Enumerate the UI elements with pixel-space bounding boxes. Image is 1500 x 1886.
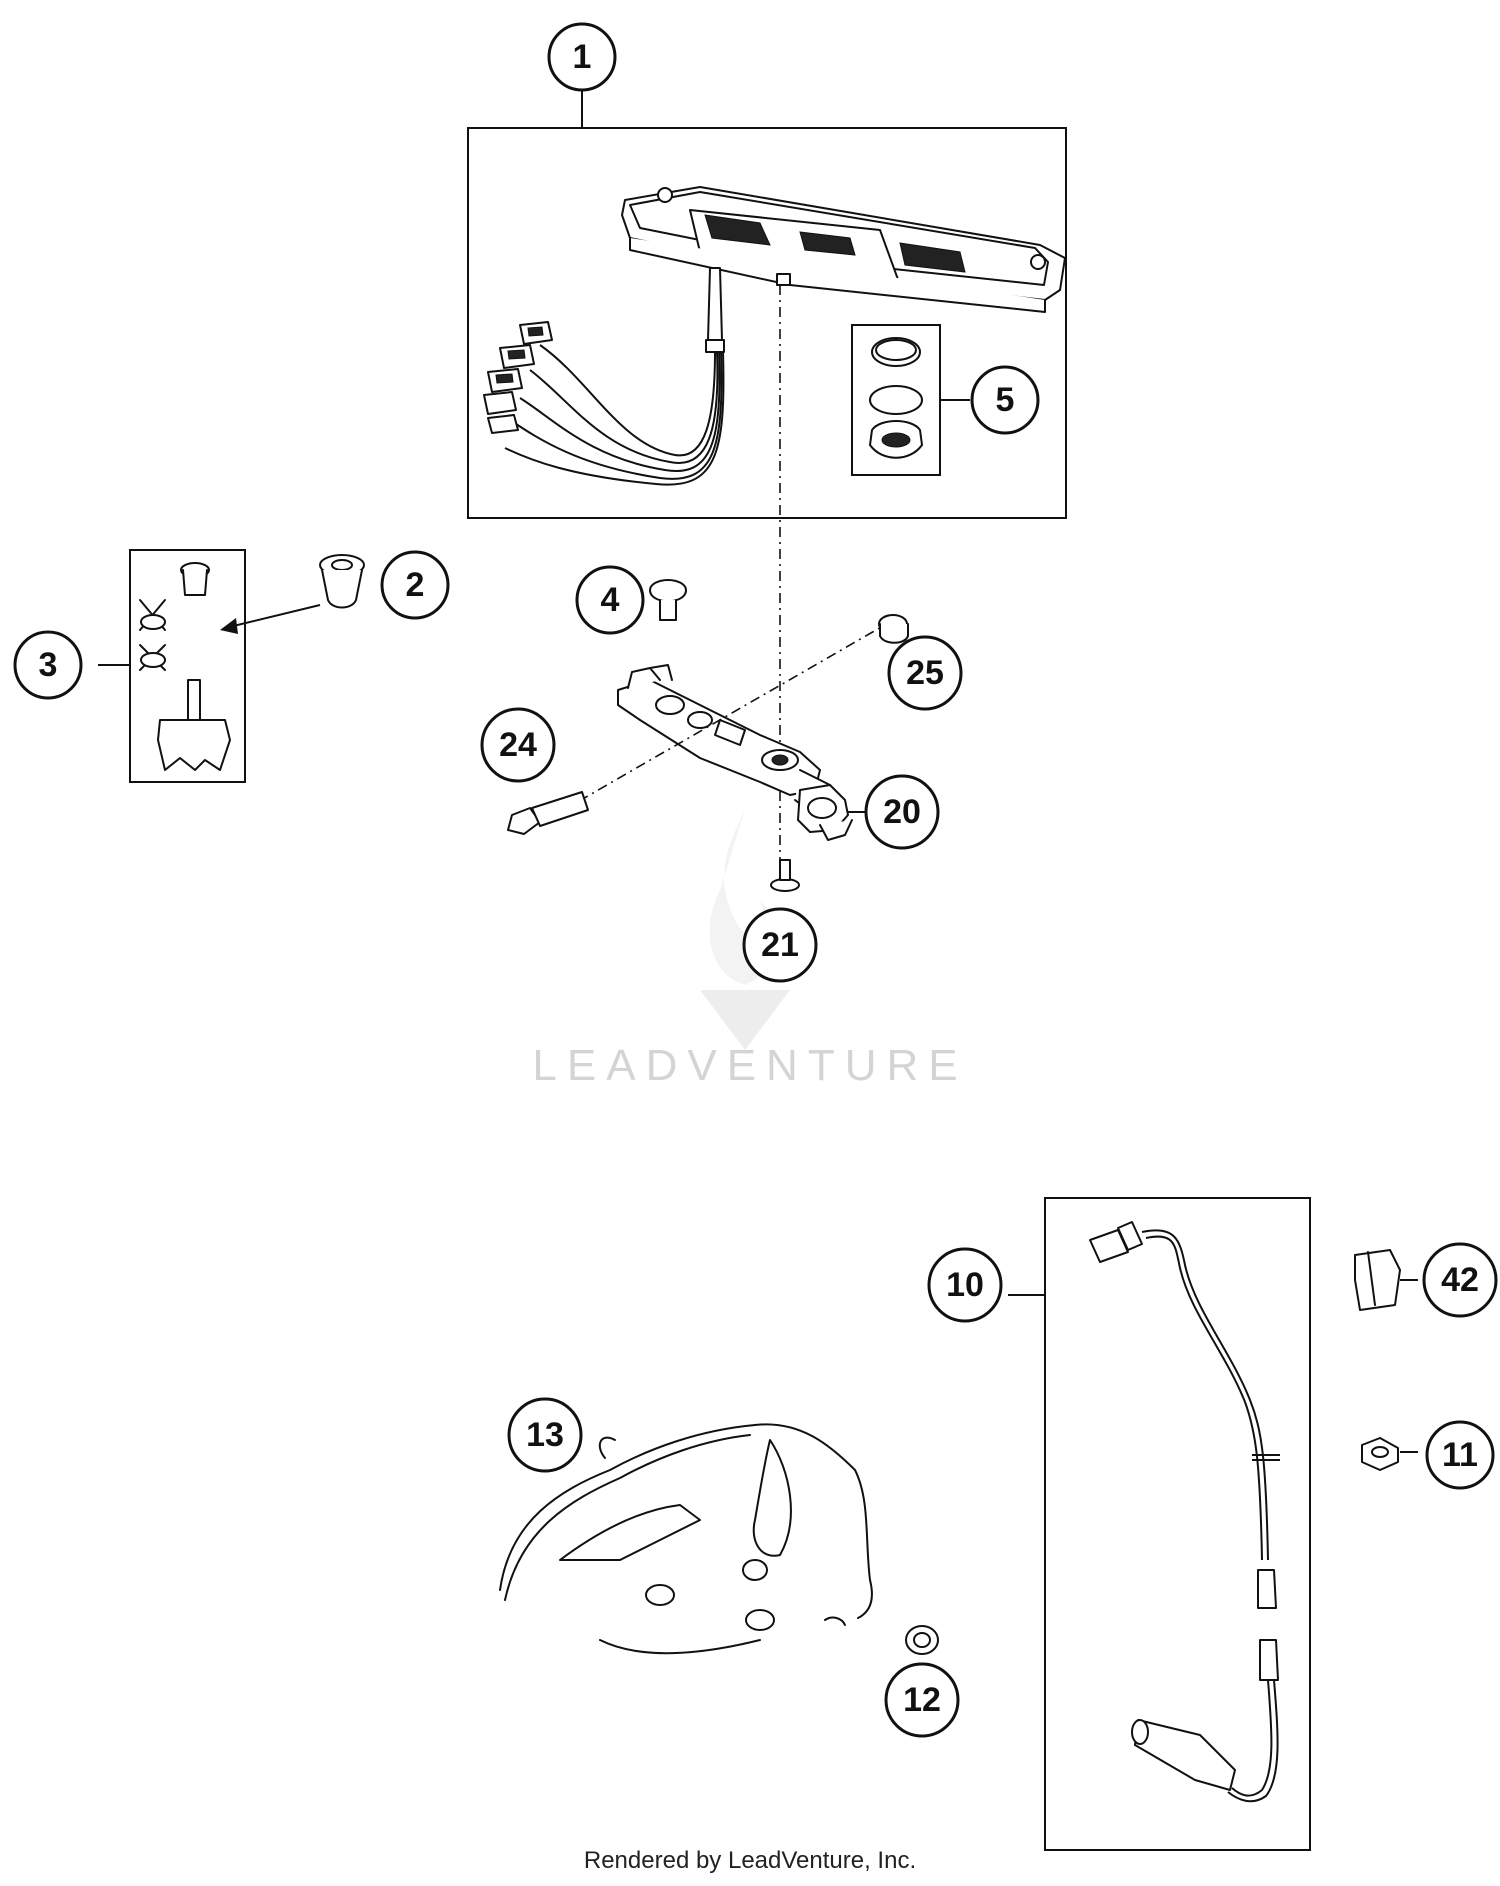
rubber-plug-4 [649, 579, 687, 621]
dashboard-assembly-frame [467, 127, 1067, 519]
arrow-line-2 [224, 604, 321, 629]
dashboard-connectors [483, 321, 553, 434]
svg-text:20: 20 [883, 793, 921, 831]
svg-text:10: 10 [946, 1266, 984, 1304]
speed-sensor-cable [1089, 1221, 1280, 1803]
clamp-20 [797, 784, 853, 841]
callout-2: 2 [380, 550, 450, 620]
callout-1: 1 [547, 22, 617, 92]
dashboard-display-unit[interactable] [621, 186, 1066, 353]
callout-13: 13 [507, 1397, 583, 1473]
svg-text:25: 25 [906, 654, 944, 692]
bushing-12 [905, 1625, 939, 1655]
callout-24: 24 [480, 707, 556, 783]
callout-10: 10 [927, 1247, 1003, 1323]
callout-3: 3 [13, 630, 83, 700]
callout-21: 21 [742, 907, 818, 983]
callout-4: 4 [575, 565, 645, 635]
screw-21 [770, 859, 800, 892]
svg-text:3: 3 [39, 646, 58, 684]
mounting-kit-3 [139, 562, 231, 771]
svg-text:42: 42 [1441, 1261, 1479, 1299]
callout-42: 42 [1422, 1242, 1498, 1318]
svg-text:4: 4 [601, 581, 620, 619]
footer-credit: Rendered by LeadVenture, Inc. [584, 1847, 916, 1874]
svg-text:11: 11 [1442, 1436, 1478, 1474]
svg-text:21: 21 [761, 926, 799, 964]
svg-text:1: 1 [573, 38, 592, 76]
arrow-head-2 [220, 618, 238, 634]
watermark-text: LEADVENTURE [532, 1041, 967, 1090]
dashboard-wiring-harness [504, 344, 725, 486]
cable-clip-11 [1361, 1437, 1399, 1471]
bushing-25 [878, 614, 909, 644]
callout-20: 20 [864, 774, 940, 850]
bolt-24 [507, 791, 589, 835]
svg-text:13: 13 [526, 1416, 564, 1454]
speed-sensor-frame [1044, 1197, 1311, 1851]
svg-text:5: 5 [996, 381, 1015, 419]
bolt-axis-line [559, 621, 891, 813]
callout-25: 25 [887, 635, 963, 711]
bushing-2 [319, 554, 365, 609]
callout-11: 11 [1425, 1420, 1495, 1490]
callout-5: 5 [970, 365, 1040, 435]
callout-12: 12 [884, 1662, 960, 1738]
cable-clip-42 [1354, 1249, 1401, 1311]
sensor-bracket-plate [499, 1423, 873, 1655]
battery-cover-kit [869, 337, 923, 459]
svg-text:24: 24 [499, 726, 537, 764]
svg-text:12: 12 [903, 1681, 941, 1719]
svg-text:2: 2 [406, 566, 425, 604]
snap-ring-13 [598, 1436, 616, 1459]
